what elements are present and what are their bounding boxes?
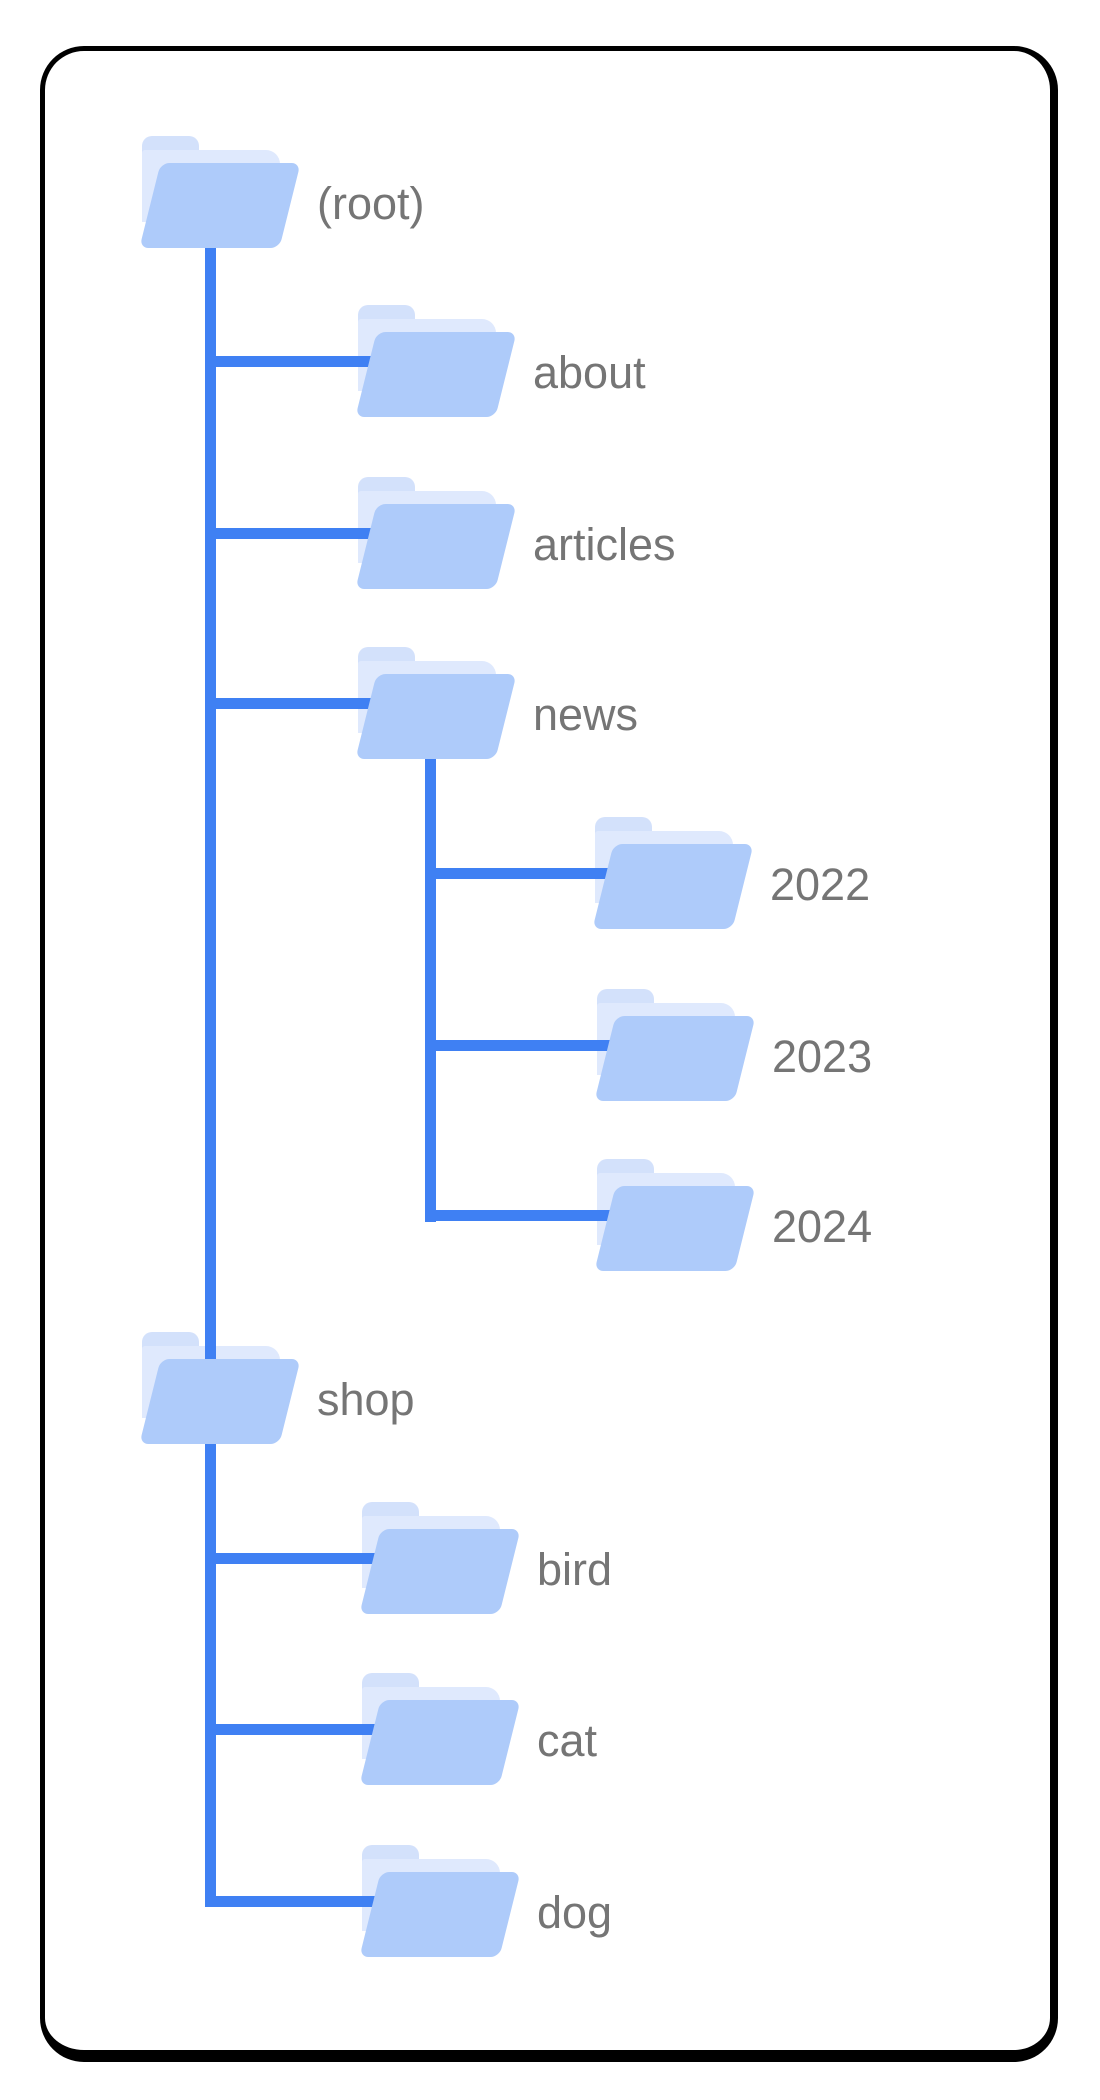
tree-node-2024: 2024	[594, 1159, 872, 1271]
folder-icon	[139, 1332, 301, 1444]
folder-label: bird	[537, 1544, 613, 1595]
folder-label: (root)	[317, 178, 425, 229]
folder-label: 2023	[772, 1031, 873, 1082]
folder-front	[594, 1186, 756, 1271]
connector-branch-2023	[425, 1040, 620, 1051]
folder-icon	[139, 136, 301, 248]
connector-branch-2022	[425, 868, 620, 879]
folder-front	[355, 674, 517, 759]
folder-label: articles	[533, 519, 676, 570]
tree-node-2022: 2022	[592, 817, 870, 929]
folder-front	[355, 504, 517, 589]
folder-front	[594, 1016, 756, 1101]
tree-node-bird: bird	[359, 1502, 612, 1614]
folder-icon	[355, 477, 517, 589]
connector-branch-2024	[425, 1210, 620, 1221]
folder-icon	[594, 1159, 756, 1271]
folder-label: shop	[317, 1374, 415, 1425]
connector-news-vertical	[425, 755, 436, 1222]
folder-front	[355, 332, 517, 417]
tree-node-articles: articles	[355, 477, 676, 589]
folder-label: dog	[537, 1887, 613, 1938]
tree-node-news: news	[355, 647, 638, 759]
tree-node-shop: shop	[139, 1332, 415, 1444]
folder-label: 2024	[772, 1201, 873, 1252]
folder-front	[139, 1359, 301, 1444]
connector-branch-dog	[205, 1896, 400, 1907]
connector-root-vertical	[205, 244, 216, 1907]
connector-branch-bird	[205, 1553, 400, 1564]
folder-label: news	[533, 689, 639, 740]
folder-front	[359, 1529, 521, 1614]
folder-icon	[592, 817, 754, 929]
connector-branch-cat	[205, 1724, 400, 1735]
tree-node-2023: 2023	[594, 989, 872, 1101]
folder-icon	[355, 647, 517, 759]
folder-icon	[594, 989, 756, 1101]
tree-node-about: about	[355, 305, 646, 417]
folder-front	[359, 1700, 521, 1785]
folder-icon	[355, 305, 517, 417]
connector-branch-articles	[205, 528, 395, 539]
folder-front	[139, 163, 301, 248]
folder-front	[592, 844, 754, 929]
folder-label: 2022	[770, 859, 871, 910]
folder-icon	[359, 1673, 521, 1785]
folder-icon	[359, 1845, 521, 1957]
folder-label: about	[533, 347, 646, 398]
tree-node-root: (root)	[139, 136, 425, 248]
folder-icon	[359, 1502, 521, 1614]
diagram-frame	[40, 46, 1058, 2062]
tree-node-dog: dog	[359, 1845, 612, 1957]
connector-branch-news	[205, 698, 395, 709]
connector-branch-about	[205, 356, 395, 367]
folder-front	[359, 1872, 521, 1957]
tree-node-cat: cat	[359, 1673, 597, 1785]
folder-label: cat	[537, 1715, 598, 1766]
